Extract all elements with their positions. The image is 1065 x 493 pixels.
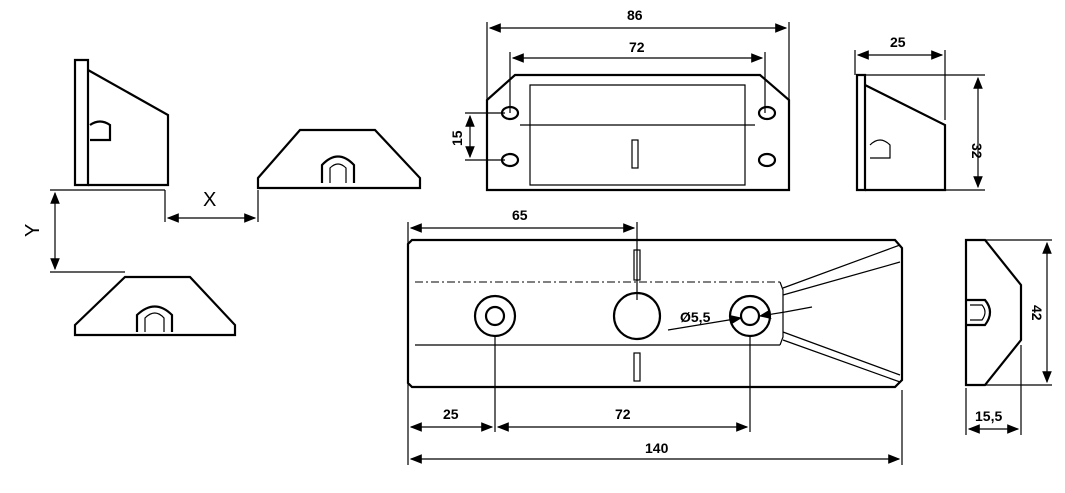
bottom-view: Ø5,5 65 25 72 140 — [406, 207, 904, 465]
sketch-part-bottom — [73, 275, 237, 337]
dim-72-bottom: 72 — [615, 406, 631, 422]
bottom-side-view: 42 15,5 — [964, 238, 1052, 435]
dim-32: 32 — [969, 143, 985, 159]
dim-15: 15 — [449, 130, 465, 146]
dim-42: 42 — [1029, 305, 1045, 321]
dim-15-5: 15,5 — [975, 408, 1002, 424]
dim-72-front: 72 — [629, 39, 645, 55]
dim-86: 86 — [627, 7, 643, 23]
x-label: X — [203, 189, 216, 211]
x-dimension: X — [164, 189, 259, 223]
y-label: Y — [22, 224, 44, 237]
sketch-part-vertical — [73, 58, 170, 187]
y-dimension: Y — [22, 189, 165, 273]
dim-25-top: 25 — [890, 34, 906, 50]
dim-65: 65 — [512, 207, 528, 223]
front-view: 86 72 15 — [449, 7, 791, 192]
sketch-part-horizontal — [256, 128, 422, 190]
dim-25-bottom: 25 — [443, 406, 459, 422]
dim-hole-diameter: Ø5,5 — [680, 309, 711, 325]
dim-140: 140 — [645, 440, 669, 456]
top-side-view: 25 32 — [854, 34, 985, 192]
